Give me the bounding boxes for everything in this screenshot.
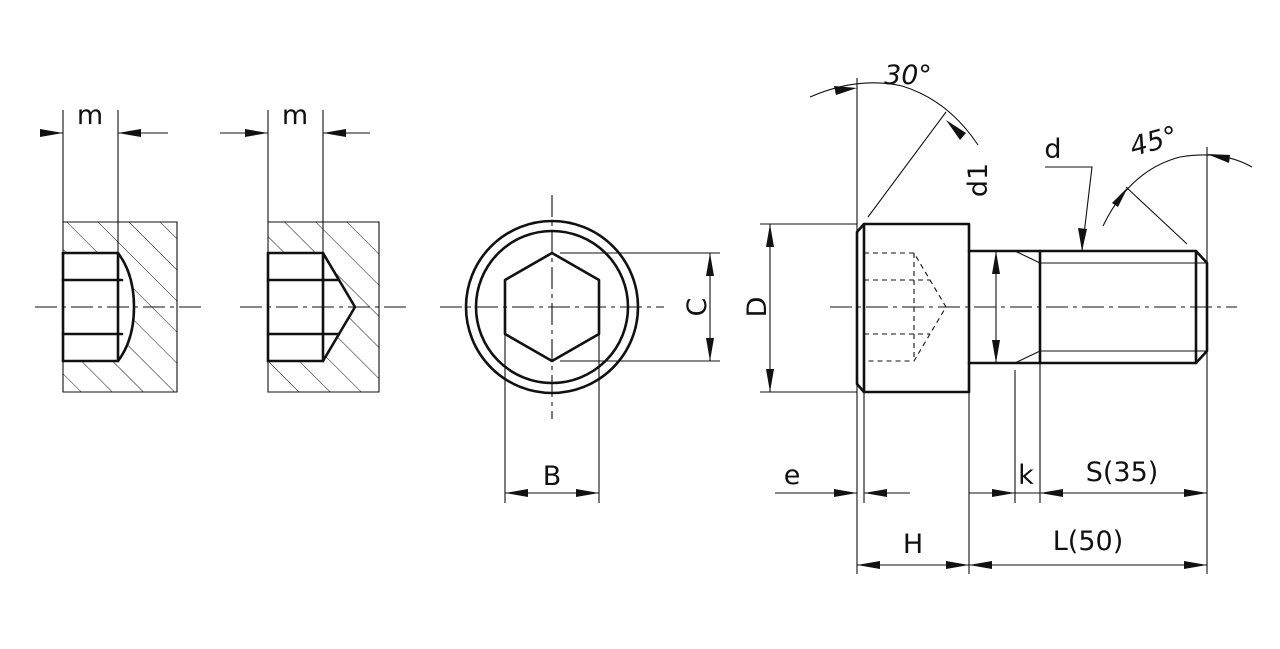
angle-30-arc xyxy=(809,82,979,146)
label-H: H xyxy=(903,529,923,560)
angle-30-leg xyxy=(867,111,947,218)
label-L: L(50) xyxy=(1053,526,1123,557)
section-view-rounded: m xyxy=(35,100,203,393)
label-C: C xyxy=(682,298,713,317)
label-e: e xyxy=(784,460,801,491)
angle-45-leg xyxy=(1125,186,1188,245)
section-view-conical: m xyxy=(220,100,408,393)
screw-head xyxy=(855,222,971,394)
label-D: D xyxy=(742,297,773,318)
head-end-view: C B xyxy=(440,195,720,503)
screw-side-view: D d1 d e k S(35) H xyxy=(742,60,1253,574)
label-d1: d1 xyxy=(963,163,994,197)
label-angle-45: 45° xyxy=(1127,121,1181,163)
label-angle-30: 30° xyxy=(884,60,932,91)
label-S: S(35) xyxy=(1086,457,1159,488)
label-d: d xyxy=(1044,134,1061,165)
label-m-left: m xyxy=(77,100,103,131)
label-k: k xyxy=(1018,460,1034,491)
label-m-right: m xyxy=(282,100,308,131)
label-B: B xyxy=(543,461,562,492)
